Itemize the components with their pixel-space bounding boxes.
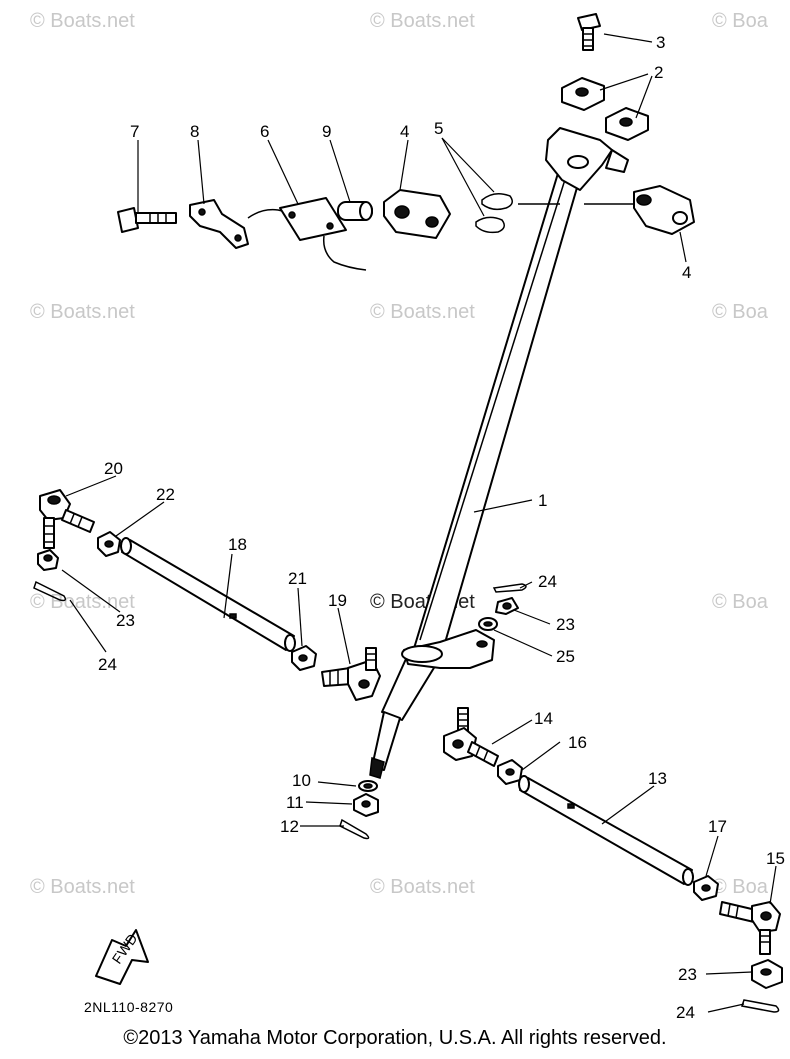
watermark: © Boa — [712, 10, 769, 32]
callout-15: 15 — [766, 849, 785, 868]
watermark: © Boa — [712, 591, 769, 613]
callout-16: 16 — [568, 733, 587, 752]
callout-18: 18 — [228, 535, 247, 554]
callout-13: 13 — [648, 769, 667, 788]
callout-8: 8 — [190, 122, 199, 141]
washer-10 — [358, 780, 378, 792]
callout-24: 24 — [676, 1003, 695, 1022]
callout-23: 23 — [556, 615, 575, 634]
washer-25 — [478, 617, 498, 631]
watermark: © Boa — [712, 301, 769, 323]
holder-4-right — [633, 185, 695, 235]
nut-11 — [353, 793, 379, 817]
callout-21: 21 — [288, 569, 307, 588]
callout-1: 1 — [538, 491, 547, 510]
clamp-halves-2 — [561, 77, 649, 141]
holder-4-left — [383, 189, 451, 239]
nut-23-upper — [495, 597, 519, 615]
leader-lines — [61, 33, 777, 1013]
callout-22: 22 — [156, 485, 175, 504]
callout-3: 3 — [656, 33, 665, 52]
cotter-pin-24-left — [33, 580, 67, 602]
callout-10: 10 — [292, 771, 311, 790]
callout-17: 17 — [708, 817, 727, 836]
callout-2: 2 — [654, 63, 663, 82]
nut-23-right — [751, 959, 783, 989]
callout-5: 5 — [434, 119, 443, 138]
callout-24: 24 — [538, 572, 557, 591]
nut-16 — [497, 759, 523, 785]
callout-4: 4 — [400, 122, 409, 141]
cotter-pin-24-upper — [492, 583, 527, 593]
callout-7: 7 — [130, 122, 139, 141]
bracket-8 — [189, 199, 249, 249]
tie-rod-13 — [518, 775, 694, 886]
tie-rod-end-20 — [39, 489, 95, 549]
callout-12: 12 — [280, 817, 299, 836]
tie-rod-end-19 — [321, 647, 381, 701]
nut-17 — [693, 875, 719, 901]
tie-rod-end-14 — [443, 707, 499, 767]
callout-numbers: 3 2 7 8 6 9 4 5 4 1 20 22 18 21 19 24 23… — [98, 33, 785, 1022]
circlips-5 — [475, 193, 513, 234]
callout-4: 4 — [682, 263, 691, 282]
plate-6 — [247, 197, 367, 271]
callout-24: 24 — [98, 655, 117, 674]
tie-rod-18 — [120, 537, 296, 652]
nut-22 — [97, 531, 121, 557]
bolt-7 — [117, 207, 177, 233]
watermark: © Boats.net — [30, 876, 135, 898]
callout-9: 9 — [322, 122, 331, 141]
callout-20: 20 — [104, 459, 123, 478]
fwd-arrow-icon: FWD — [95, 929, 149, 985]
callout-23: 23 — [116, 611, 135, 630]
nut-23-left — [37, 549, 59, 571]
watermark: © Boats.net — [30, 10, 135, 32]
watermarks: © Boats.net © Boats.net © Boa © Boats.ne… — [30, 10, 769, 898]
callout-11: 11 — [286, 793, 304, 812]
callout-14: 14 — [534, 709, 553, 728]
column-head — [545, 127, 629, 191]
steering-arm — [401, 629, 495, 669]
callout-6: 6 — [260, 122, 269, 141]
watermark: © Boats.net — [30, 591, 135, 613]
tie-rod-end-15 — [719, 901, 781, 955]
callout-23: 23 — [678, 965, 697, 984]
callout-19: 19 — [328, 591, 347, 610]
watermark: © Boa — [712, 876, 769, 898]
drawing-reference: 2NL110-8270 — [84, 999, 173, 1015]
nut-21 — [291, 645, 317, 671]
watermark: © Boats.net — [370, 301, 475, 323]
callout-25: 25 — [556, 647, 575, 666]
bolt-3 — [577, 13, 601, 51]
copyright-notice: ©2013 Yamaha Motor Corporation, U.S.A. A… — [123, 1027, 667, 1049]
watermark: © Boats.net — [30, 301, 135, 323]
cotter-pin-12 — [339, 818, 370, 840]
steering-shaft — [369, 159, 586, 779]
cotter-pin-24-right — [741, 999, 780, 1013]
collar-9 — [337, 201, 373, 221]
watermark: © Boats.net — [370, 10, 475, 32]
watermark: © Boats.net — [370, 876, 475, 898]
